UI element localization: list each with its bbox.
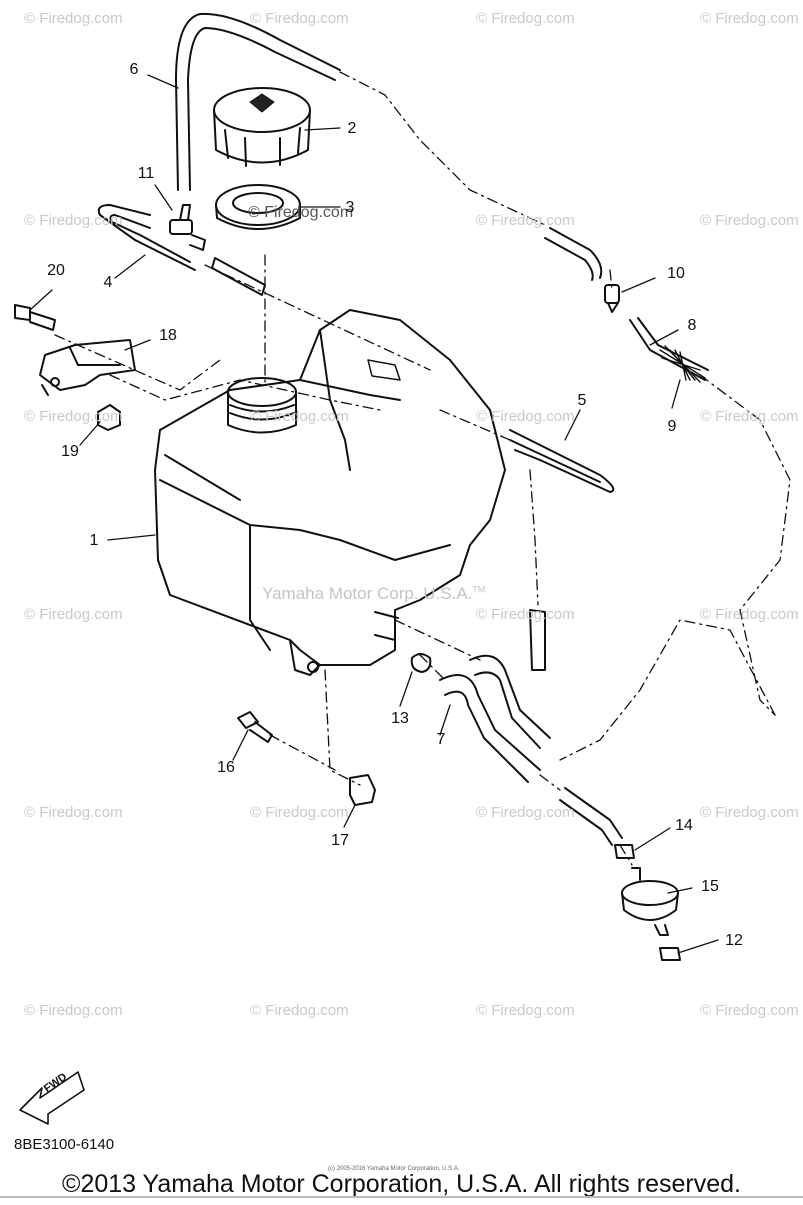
collar-17	[349, 774, 376, 806]
hose-route-line	[394, 619, 481, 661]
watermark-text: © Firedog.com	[250, 1002, 349, 1019]
hose-segment	[529, 609, 546, 671]
watermark-text: © Firedog.com	[24, 606, 123, 623]
trademark-mark: TM	[472, 584, 486, 595]
clamp-13	[410, 653, 432, 673]
vent-hose	[175, 12, 341, 191]
hose-route-line	[609, 269, 613, 291]
hose-route-line	[619, 844, 633, 866]
hose-route-line	[529, 469, 539, 606]
watermark-text: © Firedog.com	[700, 408, 799, 425]
clamp-12	[659, 947, 681, 961]
cap-gasket	[215, 184, 301, 230]
hose-segment	[211, 257, 266, 296]
watermark-text: © Firedog.com	[476, 408, 575, 425]
spring-9	[659, 345, 706, 383]
callout-8: 8	[687, 317, 697, 334]
hose-route-line	[439, 409, 511, 441]
watermark-text: © Firedog.com	[476, 804, 575, 821]
watermark-text: © Firedog.com	[476, 606, 575, 623]
hose-route-line	[699, 374, 791, 716]
small-hose	[97, 204, 196, 271]
hose-route-line	[339, 71, 546, 226]
callout-2: 2	[347, 120, 357, 137]
watermark-text: © Firedog.com	[700, 212, 799, 229]
fine-print: (c) 2005-2016 Yamaha Motor Corporation, …	[328, 1166, 460, 1172]
bottom-rule	[0, 1196, 803, 1198]
watermark-text: © Firedog.com	[700, 1002, 799, 1019]
callout-20: 20	[47, 262, 65, 279]
part-code: 8BE3100-6140	[14, 1136, 115, 1153]
leader-lines	[29, 74, 719, 954]
clamp-14	[614, 844, 635, 859]
callout-10: 10	[667, 265, 685, 282]
hose-route-line	[559, 619, 776, 761]
callout-11: 11	[137, 165, 155, 182]
watermark-text: © Firedog.com	[476, 10, 575, 27]
watermark-text: © Firedog.com	[476, 1002, 575, 1019]
cap-watermark: © Firedog.com	[248, 204, 354, 221]
callout-1: 1	[89, 532, 99, 549]
callout-3: 3	[345, 199, 355, 216]
callout-16: 16	[217, 759, 235, 776]
callout-6: 6	[129, 61, 139, 78]
watermark-text: © Firedog.com	[250, 10, 349, 27]
watermark-text: © Firedog.com	[476, 212, 575, 229]
callout-7: 7	[436, 731, 446, 748]
watermark-text: © Firedog.com	[24, 10, 123, 27]
filler-cap	[213, 87, 311, 167]
watermark-text: © Firedog.com	[24, 804, 123, 821]
filter-15	[621, 867, 679, 936]
hose-route-line	[204, 264, 431, 371]
fwd-arrow	[19, 1071, 85, 1125]
callout-14: 14	[675, 817, 693, 834]
callout-18: 18	[159, 327, 177, 344]
watermark-text: © Firedog.com	[250, 804, 349, 821]
watermark-text: © Firedog.com	[24, 212, 123, 229]
oil-tank	[154, 309, 506, 676]
watermark-text: © Firedog.com	[700, 606, 799, 623]
watermark-text: © Firedog.com	[250, 408, 349, 425]
callout-4: 4	[103, 274, 113, 291]
watermark-text: © Firedog.com	[24, 1002, 123, 1019]
center-watermark: Yamaha Motor Corp. U.S.A.TM	[262, 584, 485, 604]
callout-19: 19	[61, 443, 79, 460]
connection-lines	[54, 71, 791, 866]
watermark-text: © Firedog.com	[24, 408, 123, 425]
fitting-10	[604, 284, 620, 313]
bolt-route-line	[269, 734, 336, 771]
callout-15: 15	[701, 878, 719, 895]
center-watermark-text: Yamaha Motor Corp. U.S.A.	[262, 584, 473, 603]
watermark-text: © Firedog.com	[700, 804, 799, 821]
hose-route-line	[539, 774, 561, 791]
hose-route-line	[419, 654, 446, 681]
bracket-route-line	[109, 374, 381, 411]
callout-9: 9	[667, 418, 677, 435]
tee-joint	[169, 204, 206, 251]
bolt-16	[237, 711, 273, 743]
hose-7	[439, 654, 551, 783]
bolt-20	[14, 304, 56, 331]
bracket-route-line	[54, 334, 221, 391]
callout-5: 5	[577, 392, 587, 409]
callout-13: 13	[391, 710, 409, 727]
callout-17: 17	[331, 832, 349, 849]
hose-5	[509, 429, 615, 493]
watermark-text: © Firedog.com	[700, 10, 799, 27]
hose-lower	[559, 787, 623, 846]
bracket-18	[39, 339, 136, 396]
callout-12: 12	[725, 932, 743, 949]
hose-upper-right	[544, 227, 603, 281]
copyright-notice: ©2013 Yamaha Motor Corporation, U.S.A. A…	[62, 1170, 741, 1198]
